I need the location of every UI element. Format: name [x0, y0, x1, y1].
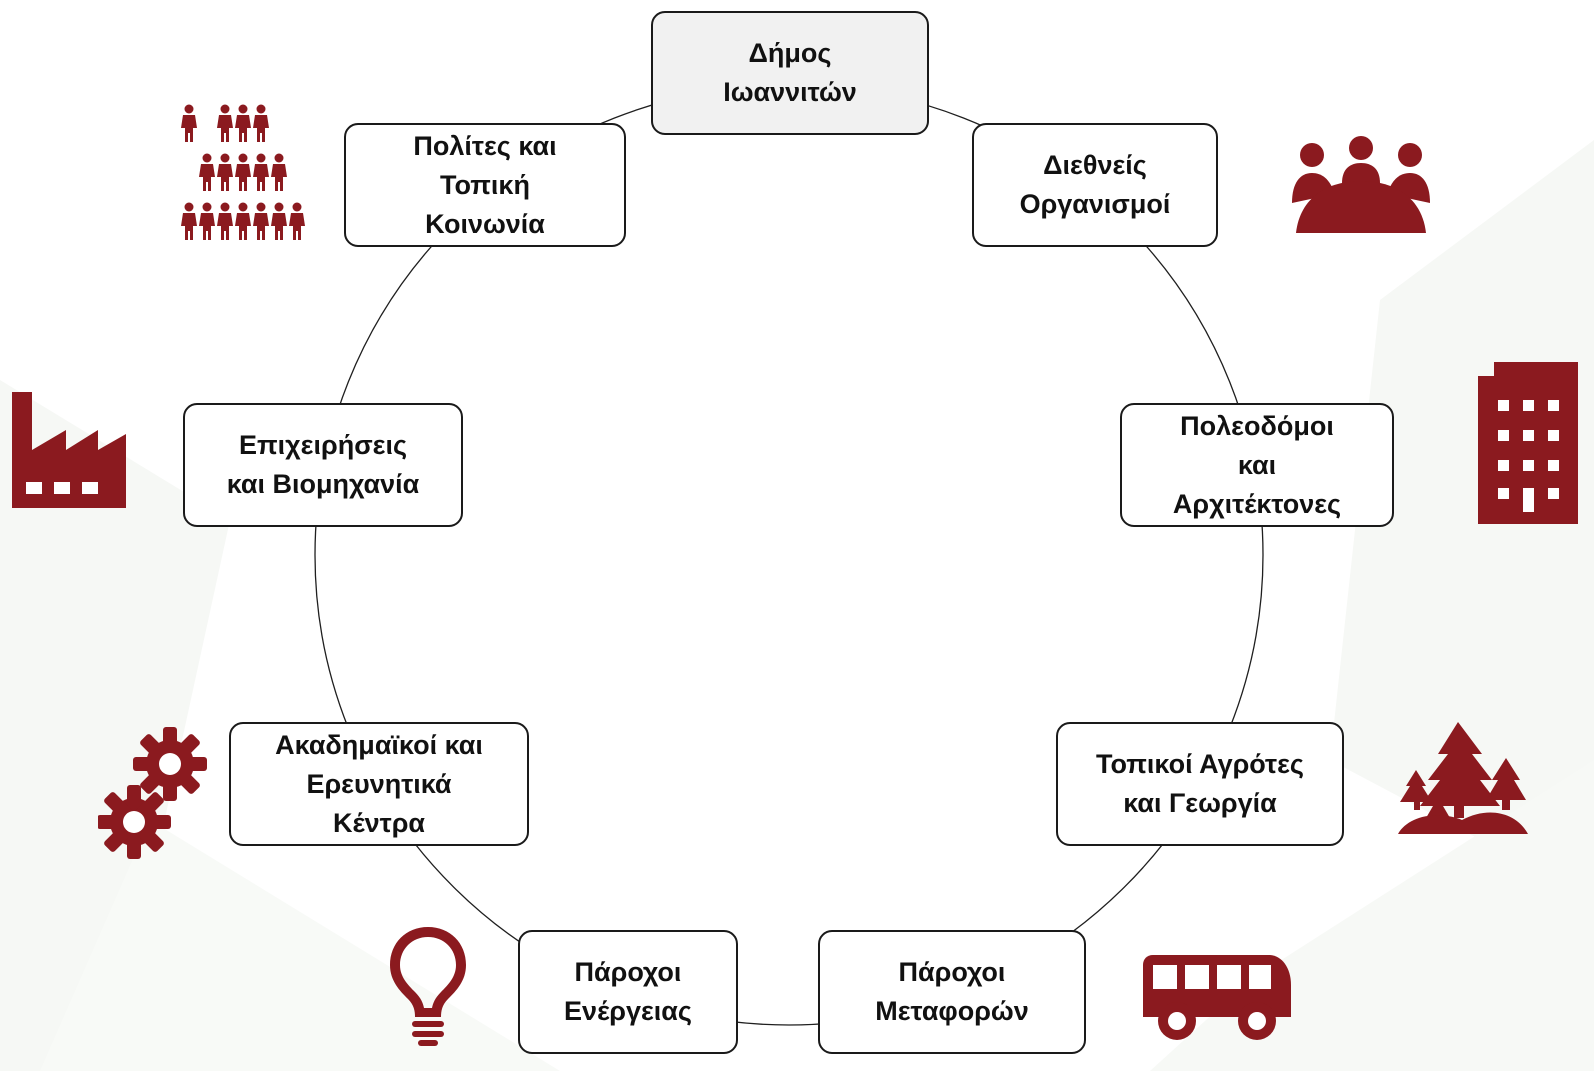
factory-icon: [12, 392, 126, 508]
bus-icon: [1143, 955, 1293, 1043]
node-local-farmers: Τοπικοί Αγρότες και Γεωργία: [1056, 722, 1344, 846]
node-international-organizations: Διεθνείς Οργανισμοί: [972, 123, 1218, 247]
node-label: Πολίτες και Τοπική Κοινωνία: [413, 130, 557, 239]
node-business-industry: Επιχειρήσεις και Βιομηχανία: [183, 403, 463, 527]
lightbulb-icon: [388, 925, 468, 1047]
node-label: Δήμος Ιωαννιτών: [723, 38, 857, 107]
node-label: Τοπικοί Αγρότες και Γεωργία: [1096, 749, 1304, 818]
node-label: Διεθνείς Οργανισμοί: [1019, 150, 1171, 219]
node-dimos-ioanniton: Δήμος Ιωαννιτών: [651, 11, 929, 135]
node-transport-providers: Πάροχοι Μεταφορών: [818, 930, 1086, 1054]
gears-icon: [98, 726, 210, 864]
node-label: Πάροχοι Ενέργειας: [564, 957, 692, 1026]
node-label: Πάροχοι Μεταφορών: [875, 957, 1029, 1026]
node-planners-architects: Πολεοδόμοι και Αρχιτέκτονες: [1120, 403, 1394, 527]
node-label: Επιχειρήσεις και Βιομηχανία: [226, 430, 420, 499]
node-label: Πολεοδόμοι και Αρχιτέκτονες: [1172, 410, 1342, 519]
crowd-icon: [180, 104, 310, 250]
office-building-icon: [1478, 362, 1578, 524]
node-energy-providers: Πάροχοι Ενέργειας: [518, 930, 738, 1054]
node-academic-research: Ακαδημαϊκοί και Ερευνητικά Κέντρα: [229, 722, 529, 846]
node-label: Ακαδημαϊκοί και Ερευνητικά Κέντρα: [275, 729, 483, 838]
meeting-table-icon: [1290, 135, 1432, 233]
node-citizens-community: Πολίτες και Τοπική Κοινωνία: [344, 123, 626, 247]
trees-icon: [1398, 722, 1528, 834]
